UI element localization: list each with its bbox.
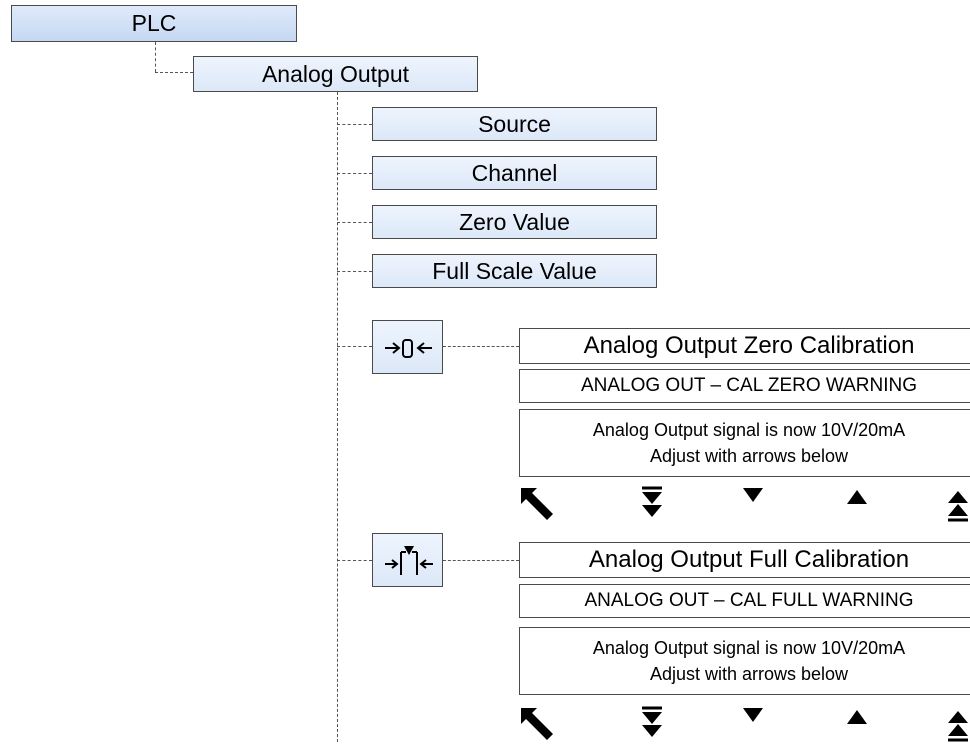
connector-full-scale — [337, 271, 372, 272]
connector-channel — [337, 173, 372, 174]
full-cal-message-line1: Analog Output signal is now 10V/20mA — [592, 638, 906, 658]
up-arrow-icon[interactable] — [846, 488, 868, 506]
connector-zero-cal-panel — [443, 346, 519, 347]
zero-calibration-glyph — [385, 339, 432, 358]
connector-zero-value — [337, 222, 372, 223]
fast-down-arrow-icon[interactable] — [640, 706, 664, 740]
zero-cal-message-line1: Analog Output signal is now 10V/20mA — [592, 420, 906, 440]
zero-cal-message: Analog Output signal is now 10V/20mA Adj… — [519, 409, 970, 477]
connector-analog-vertical — [337, 92, 338, 742]
connector-full-cal-icon — [337, 560, 372, 561]
fast-up-arrow-icon[interactable] — [946, 488, 970, 522]
full-calibration-icon[interactable] — [372, 533, 443, 587]
full-cal-message-line2: Adjust with arrows below — [649, 664, 849, 684]
connector-plc-vertical — [155, 42, 156, 72]
full-calibration-glyph — [385, 546, 433, 575]
connector-zero-cal-icon — [337, 346, 372, 347]
zero-value-node[interactable]: Zero Value — [372, 205, 657, 239]
full-cal-title: Analog Output Full Calibration — [519, 542, 970, 578]
zero-cal-title: Analog Output Zero Calibration — [519, 328, 970, 364]
exit-arrow-icon[interactable] — [519, 706, 555, 742]
full-cal-message: Analog Output signal is now 10V/20mA Adj… — [519, 627, 970, 695]
down-arrow-icon[interactable] — [742, 706, 764, 724]
connector-plc-to-analog — [155, 72, 193, 73]
zero-cal-warning: ANALOG OUT – CAL ZERO WARNING — [519, 369, 970, 403]
up-arrow-icon[interactable] — [846, 708, 868, 726]
analog-output-node[interactable]: Analog Output — [193, 56, 478, 92]
connector-source — [337, 124, 372, 125]
zero-calibration-icon[interactable] — [372, 320, 443, 374]
zero-cal-message-line2: Adjust with arrows below — [649, 446, 849, 466]
down-arrow-icon[interactable] — [742, 486, 764, 504]
plc-node[interactable]: PLC — [11, 5, 297, 42]
fast-up-arrow-icon[interactable] — [946, 708, 970, 742]
full-cal-warning: ANALOG OUT – CAL FULL WARNING — [519, 584, 970, 618]
channel-node[interactable]: Channel — [372, 156, 657, 190]
full-scale-value-node[interactable]: Full Scale Value — [372, 254, 657, 288]
fast-down-arrow-icon[interactable] — [640, 486, 664, 520]
exit-arrow-icon[interactable] — [519, 486, 555, 522]
source-node[interactable]: Source — [372, 107, 657, 141]
connector-full-cal-panel — [443, 560, 519, 561]
